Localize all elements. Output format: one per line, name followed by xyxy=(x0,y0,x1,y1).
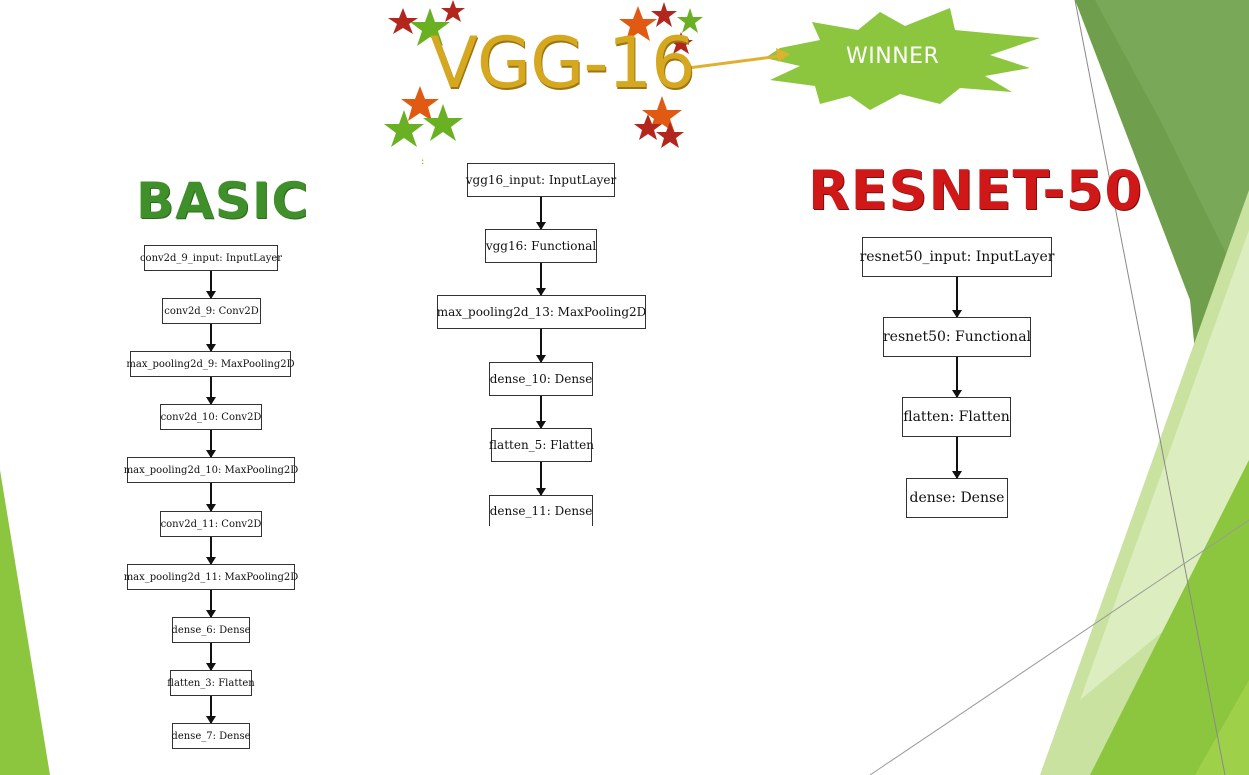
basic-layer-node: max_pooling2d_10: MaxPooling2D xyxy=(124,457,298,483)
basic-arrow xyxy=(206,430,216,458)
resnet-layer-node: resnet50: Functional xyxy=(883,317,1031,357)
basic-arrow xyxy=(206,483,216,512)
basic-arrow xyxy=(206,643,216,671)
star-green-4 xyxy=(423,104,463,141)
vgg-layer-node: dense_11: Dense xyxy=(489,495,593,526)
vgg-layer-node: max_pooling2d_13: MaxPooling2D xyxy=(437,295,646,329)
vgg-layer-node: vgg16: Functional xyxy=(485,229,597,263)
basic-layer-node: max_pooling2d_11: MaxPooling2D xyxy=(124,564,298,590)
star-green-1 xyxy=(410,8,450,46)
star-green-2 xyxy=(677,8,703,33)
basic-arrow xyxy=(206,324,216,352)
winner-burst-shape xyxy=(765,8,1040,110)
diagonal-line-1 xyxy=(1074,0,1226,775)
star-orange-2 xyxy=(401,86,439,121)
basic-layer-node: max_pooling2d_9: MaxPooling2D xyxy=(126,351,295,377)
right-corner-green xyxy=(1195,680,1249,775)
vgg-arrow xyxy=(536,263,546,296)
star-orange-3 xyxy=(642,96,682,133)
vgg-layer-node: flatten_5: Flatten xyxy=(489,428,594,462)
basic-model-title: BASIC xyxy=(136,172,310,230)
left-green-wedge xyxy=(0,470,50,775)
basic-arrow xyxy=(206,537,216,565)
star-green-3 xyxy=(384,110,424,147)
basic-arrow xyxy=(206,696,216,724)
vgg-layer-node: vgg16_input: InputLayer xyxy=(466,163,616,197)
winner-arrow-head xyxy=(776,48,790,62)
vgg-arrow xyxy=(536,396,546,429)
vgg-arrow xyxy=(536,329,546,363)
basic-layer-node: conv2d_11: Conv2D xyxy=(160,511,262,537)
resnet-arrow xyxy=(952,437,962,479)
winner-label: WINNER xyxy=(846,44,940,69)
resnet-arrow xyxy=(952,277,962,318)
star-orange-1 xyxy=(619,6,657,41)
basic-layer-node: dense_6: Dense xyxy=(171,617,251,643)
stray-mark: : xyxy=(421,156,425,167)
resnet-layer-node: dense: Dense xyxy=(906,478,1008,518)
vgg-layer-node: dense_10: Dense xyxy=(489,362,593,396)
basic-layer-node: dense_7: Dense xyxy=(171,723,251,749)
basic-layer-node: flatten_3: Flatten xyxy=(167,670,255,696)
basic-arrow xyxy=(206,377,216,405)
basic-arrow xyxy=(206,590,216,618)
star-red-4 xyxy=(669,32,693,54)
star-red-5 xyxy=(634,114,662,140)
resnet-layer-node: resnet50_input: InputLayer xyxy=(860,237,1054,277)
star-red-1 xyxy=(388,8,418,34)
vgg-arrow xyxy=(536,462,546,496)
celebration-stars xyxy=(384,0,703,148)
right-mid-green-band xyxy=(1095,0,1249,300)
star-red-6 xyxy=(656,122,684,148)
basic-layer-node: conv2d_9_input: InputLayer xyxy=(140,245,282,271)
resnet50-model-title: RESNET-50 xyxy=(808,159,1143,222)
resnet-arrow xyxy=(952,357,962,398)
basic-layer-node: conv2d_10: Conv2D xyxy=(160,404,262,430)
winner-arrow-line xyxy=(687,54,781,70)
vgg16-title: VGG-16 xyxy=(430,22,696,104)
basic-layer-node: conv2d_9: Conv2D xyxy=(162,298,261,324)
star-red-3 xyxy=(651,2,677,27)
diagonal-line-2 xyxy=(869,519,1249,775)
vgg-arrow xyxy=(536,197,546,230)
star-red-2 xyxy=(441,0,465,22)
resnet-layer-node: flatten: Flatten xyxy=(902,397,1011,437)
basic-arrow xyxy=(206,271,216,299)
